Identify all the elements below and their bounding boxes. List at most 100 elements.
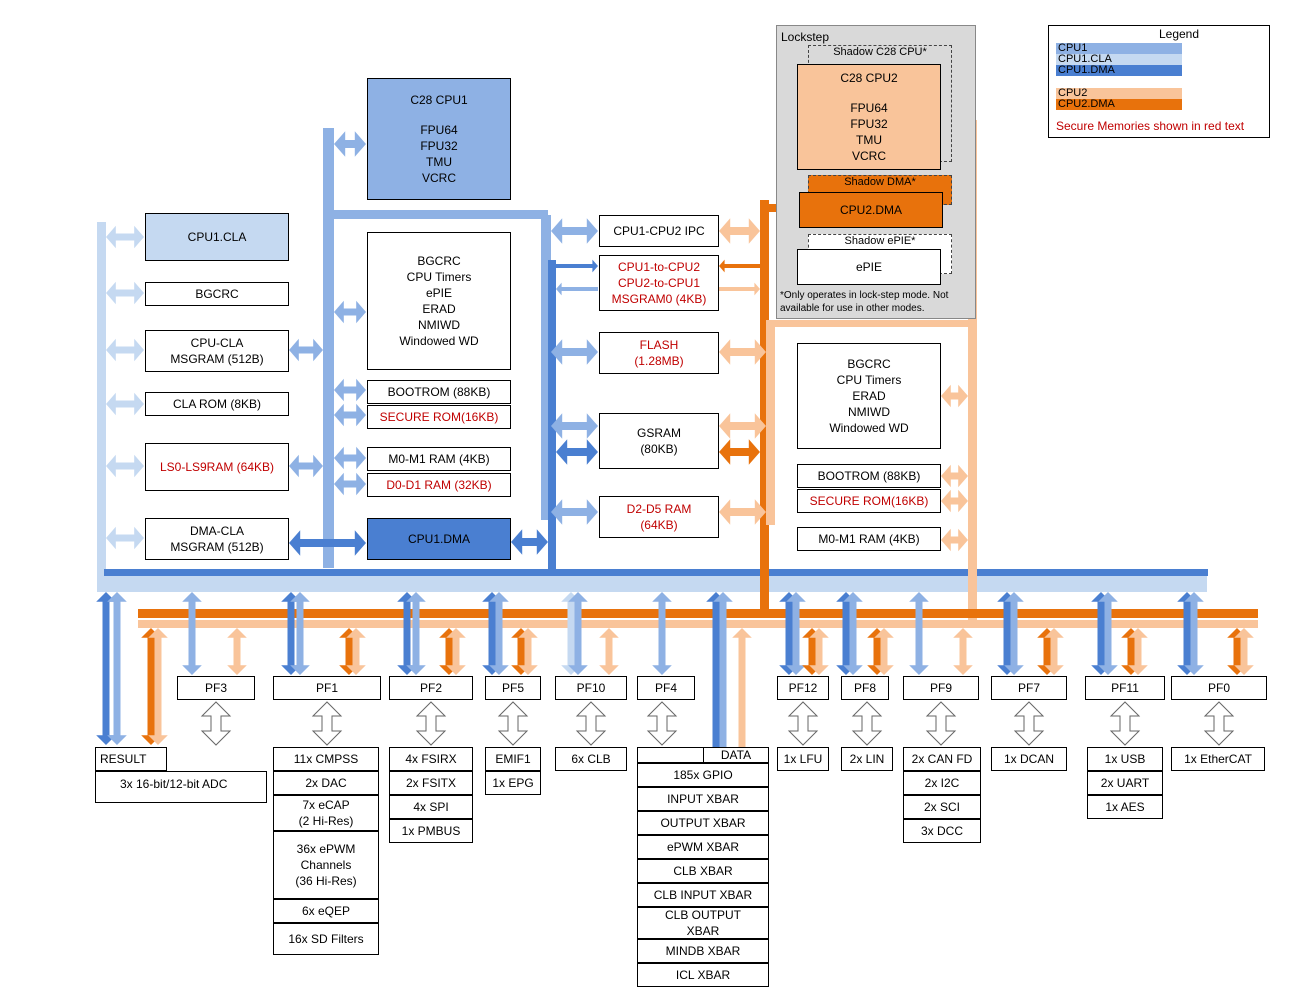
cpu1-peripherals-line-5: Windowed WD — [399, 334, 479, 348]
flash-line-1: (1.28MB) — [634, 354, 684, 368]
pf1-periph-2: 7x eCAP(2 Hi-Res) — [273, 795, 379, 831]
pf11-periph-1-text-0: 2x UART — [1100, 776, 1150, 790]
pf10-periph-0-text-0: 6x CLB — [571, 752, 611, 766]
pf11-periph-2: 1x AES — [1087, 795, 1163, 819]
msgram-arrow-4 — [719, 282, 760, 296]
result-label: RESULT — [100, 752, 147, 766]
pf5-periph-0-text-0: EMIF1 — [495, 752, 531, 766]
flash-arrow-cpu1 — [551, 339, 598, 365]
pf9-periph-3: 3x DCC — [903, 819, 981, 843]
pf5-periph-1: 1x EPG — [485, 771, 541, 795]
c28-cpu2-line-5: VCRC — [851, 149, 886, 163]
pf12-periph-0: 1x LFU — [777, 747, 829, 771]
pf1-periph-1: 2x DAC — [273, 771, 379, 795]
pf-box-pf1: PF1 — [273, 676, 381, 700]
result-box: RESULT — [95, 747, 167, 771]
cpu1-vertical-bus — [323, 128, 334, 568]
adc-label: 3x 16-bit/12-bit ADC — [120, 777, 228, 791]
dma-cla-msgram-line-1: MSGRAM (512B) — [170, 540, 264, 554]
pf-bus-arrow-26 — [786, 592, 806, 675]
pf-label: PF8 — [853, 681, 876, 695]
pf4-periph-7-text-0: MINDB XBAR — [665, 944, 741, 958]
cpu1-peripherals-line-3: ERAD — [422, 302, 456, 316]
pf-hollow-arrow-1 — [311, 701, 343, 746]
cpu1-dma: CPU1.DMA — [367, 518, 511, 560]
pf-hollow-arrow-7 — [851, 701, 883, 746]
d2-d5-ram: D2-D5 RAM(64KB) — [599, 496, 719, 538]
pf4-periph-6-text-1: XBAR — [686, 924, 720, 938]
ls-ram-label: LS0-LS9RAM (64KB) — [159, 460, 275, 474]
ls-ram-arrow — [289, 454, 323, 478]
shadow-c28-cpu-label: Shadow C28 CPU* — [833, 46, 927, 58]
pf-bus-cpu2 — [138, 620, 1258, 628]
pf-bus-arrow-24 — [732, 628, 752, 760]
pf1-periph-2-text-1: (2 Hi-Res) — [298, 814, 354, 828]
dma-cla-msgram-line-0: DMA-CLA — [189, 524, 244, 538]
pf-bus-arrow-13 — [446, 628, 466, 675]
c28-cpu2-line-0: C28 CPU2 — [840, 71, 898, 85]
pf-bus-arrow-23 — [713, 592, 733, 760]
dma-cla-msgram: DMA-CLA MSGRAM (512B) — [145, 518, 289, 560]
c28-cpu1-line-2: FPU64 — [420, 123, 458, 137]
cla-arrow-5 — [106, 526, 144, 550]
pf-bus-arrow-9 — [346, 628, 366, 675]
pf-bus-arrow-5 — [227, 628, 247, 675]
pf1-periph-3-text-2: (36 Hi-Res) — [295, 874, 357, 888]
pf-bus-arrow-37 — [1037, 628, 1057, 675]
pf-box-pf4: PF4 — [637, 676, 695, 700]
flash-arrow-cpu2 — [719, 339, 766, 365]
pf5-periph-1-text-0: 1x EPG — [492, 776, 534, 790]
pf-hollow-arrow-4 — [575, 701, 607, 746]
cla-rom-label: CLA ROM (8KB) — [172, 397, 262, 411]
pf-bus-arrow-16 — [511, 628, 531, 675]
pf9-periph-1: 2x I2C — [903, 771, 981, 795]
main-peripheral-bus-light — [97, 576, 1207, 592]
pf2-periph-2-text-0: 4x SPI — [413, 800, 449, 814]
cla-rom: CLA ROM (8KB) — [145, 392, 289, 416]
pf1-periph-4-text-0: 6x eQEP — [301, 904, 351, 918]
cpu2-bootrom-label: BOOTROM (88KB) — [817, 469, 921, 483]
pf-bus-arrow-31 — [867, 628, 887, 675]
pf1-periph-1-text-0: 2x DAC — [305, 776, 347, 790]
pf1-periph-0: 11x CMPSS — [273, 747, 379, 771]
pf-bus-arrow-11 — [406, 592, 426, 675]
cpu2-m0m1-label: M0-M1 RAM (4KB) — [818, 532, 920, 546]
pf4-periph-3: ePWM XBAR — [637, 835, 769, 859]
shadow-dma-label: Shadow DMA* — [844, 176, 916, 188]
pf4-periph-2: OUTPUT XBAR — [637, 811, 769, 835]
pf2-periph-1-text-0: 2x FSITX — [405, 776, 456, 790]
pf-bus-arrow-38 — [1044, 628, 1064, 675]
pf-bus-cpu2-dma — [138, 609, 1258, 618]
pf0-periph-0-text-0: 1x EtherCAT — [1184, 752, 1252, 766]
bootrom-arrow — [334, 378, 366, 402]
gsram: GSRAM(80KB) — [599, 413, 719, 469]
dma-cla-arrow — [289, 530, 366, 556]
cla-arrow-0 — [106, 225, 144, 249]
cpu1-cpu2-ipc: CPU1-CPU2 IPC — [599, 215, 719, 247]
cpu1-horizontal-bus — [323, 210, 548, 219]
flash: FLASH(1.28MB) — [599, 332, 719, 374]
pf-bus-arrow-28 — [809, 628, 829, 675]
pf-bus-arrow-29 — [836, 592, 856, 675]
cpu1-dma-label: CPU1.DMA — [407, 532, 470, 546]
cpu1-secure-rom: SECURE ROM(16KB) — [367, 405, 511, 429]
pf-bus-arrow-46 — [1234, 628, 1254, 675]
pf-bus-arrow-14 — [482, 592, 502, 675]
pf-bus-arrow-1 — [107, 592, 127, 745]
ipc-arrow-cpu1 — [551, 218, 598, 244]
pf-hollow-arrow-5 — [646, 701, 678, 746]
pf-bus-arrow-2 — [141, 628, 161, 745]
d2-d5-ram-line-0: D2-D5 RAM — [626, 502, 692, 516]
gsram-arrow-dma1 — [556, 439, 598, 465]
pf-hollow-arrow-3 — [497, 701, 529, 746]
gsram-arrow-dma2 — [719, 439, 760, 465]
pf4-periph-6-text-0: CLB OUTPUT — [664, 908, 741, 922]
cpu1-m0m1-ram: M0-M1 RAM (4KB) — [367, 447, 511, 471]
pf-bus-arrow-32 — [874, 628, 894, 675]
secure-rom-arrow — [334, 403, 366, 427]
pf-hollow-arrow-11 — [1203, 701, 1235, 746]
pf-bus-arrow-40 — [1098, 592, 1118, 675]
legend-cpu2: CPU2 — [1056, 88, 1182, 99]
cpu1-peripherals-line-2: ePIE — [425, 286, 452, 300]
